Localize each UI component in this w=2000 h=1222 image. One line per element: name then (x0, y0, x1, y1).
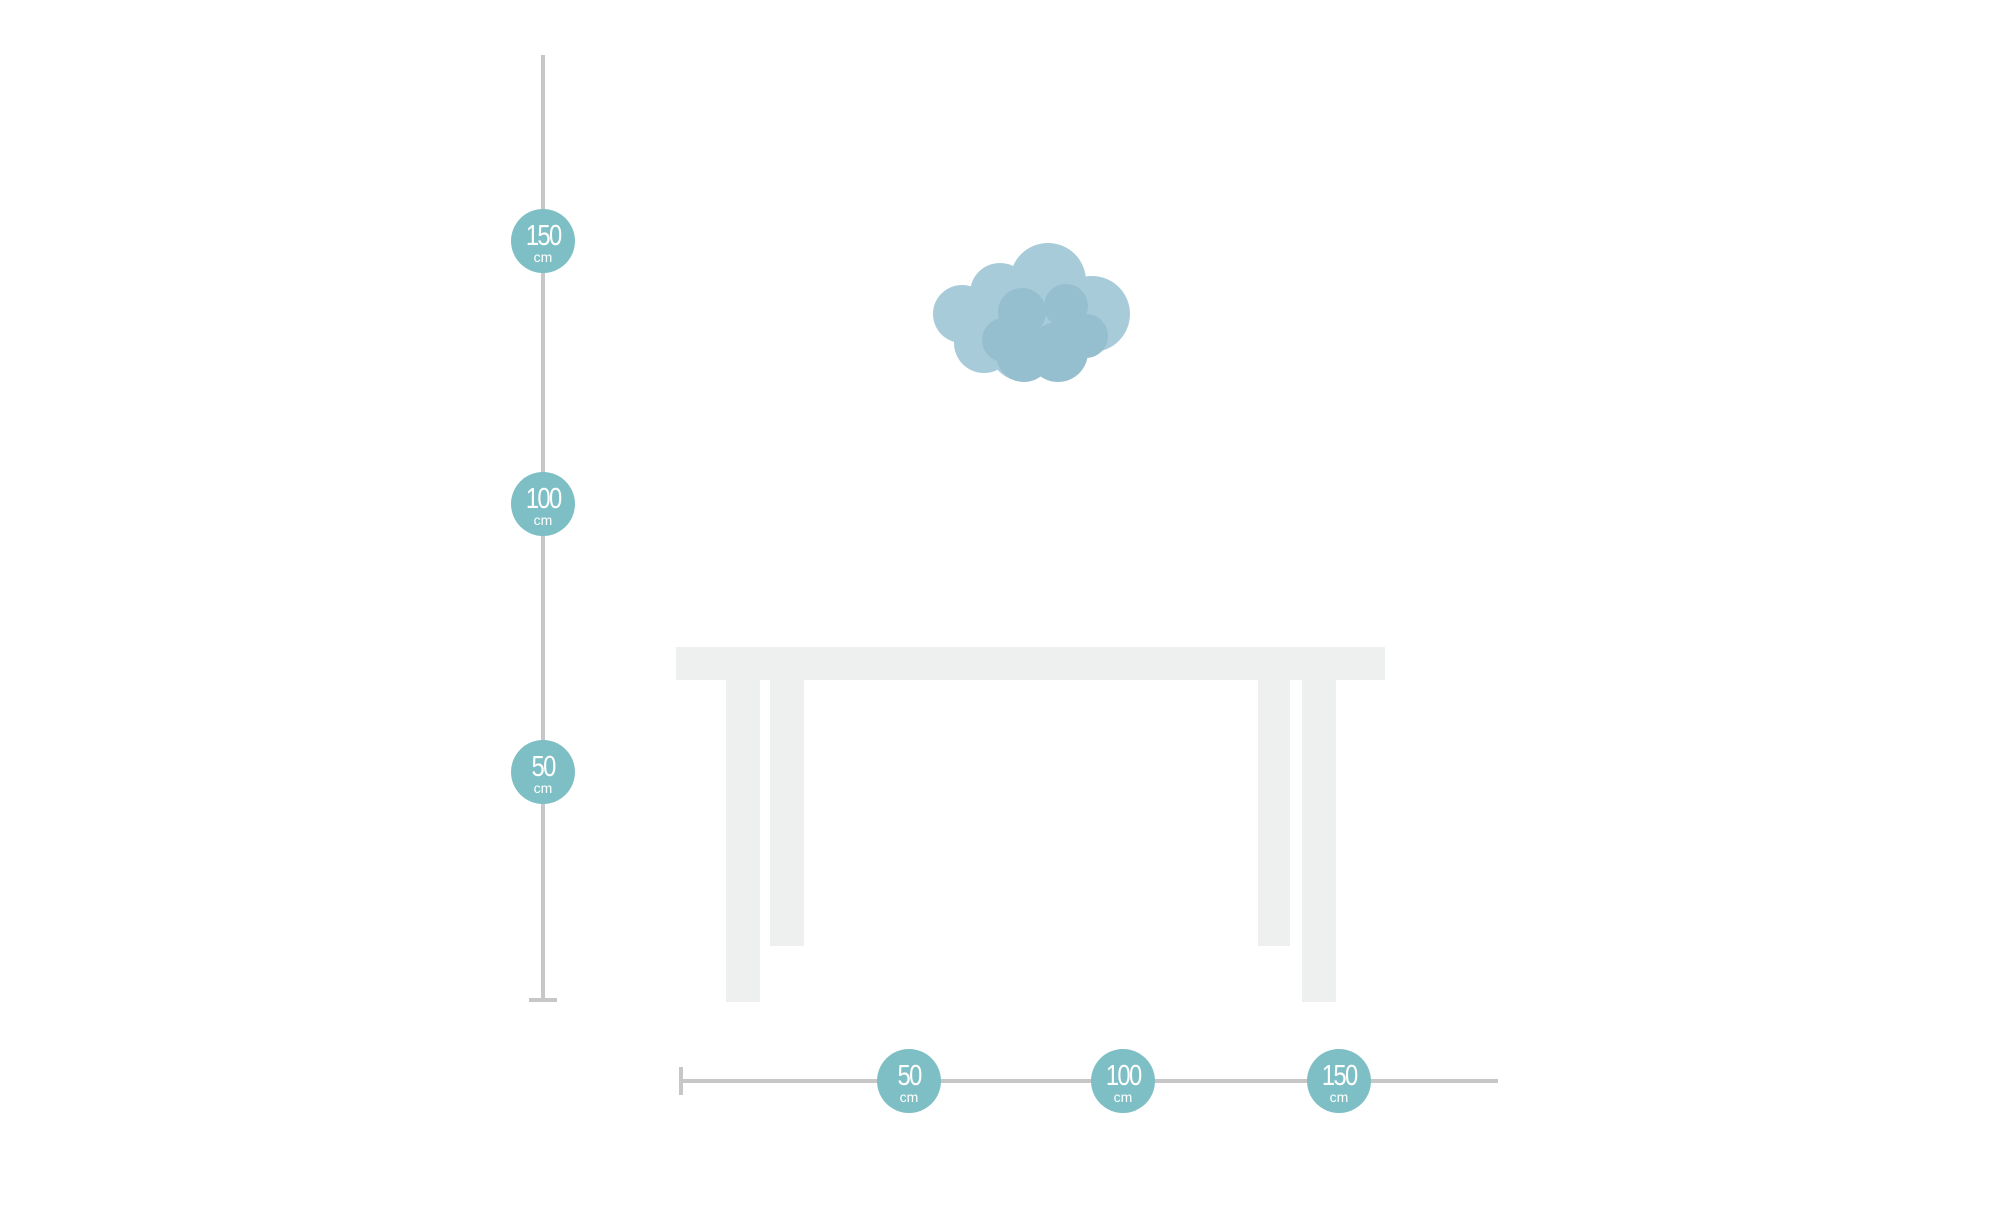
table-leg-back-right (1258, 680, 1290, 946)
mark-unit: cm (899, 1089, 919, 1105)
table-leg-front-left (726, 680, 760, 1002)
vertical-mark-150: 150 cm (511, 209, 575, 273)
horizontal-mark-50: 50 cm (877, 1049, 941, 1113)
mark-unit: cm (1113, 1089, 1133, 1105)
vertical-mark-50: 50 cm (511, 740, 575, 804)
mark-value: 100 (1105, 1060, 1142, 1092)
table-top (676, 647, 1385, 680)
mark-unit: cm (533, 249, 553, 265)
table-icon (676, 647, 1385, 1002)
table-leg-back-left (770, 680, 804, 946)
vertical-mark-100: 100 cm (511, 472, 575, 536)
mark-unit: cm (533, 512, 553, 528)
mark-value: 50 (897, 1060, 922, 1092)
cloud-lamp-icon (933, 243, 1130, 382)
mark-value: 100 (525, 483, 562, 515)
horizontal-mark-100: 100 cm (1091, 1049, 1155, 1113)
horizontal-mark-150: 150 cm (1307, 1049, 1371, 1113)
mark-unit: cm (1329, 1089, 1349, 1105)
mark-unit: cm (533, 780, 553, 796)
mark-value: 150 (525, 220, 562, 252)
mark-value: 50 (531, 751, 556, 783)
table-leg-front-right (1302, 680, 1336, 1002)
mark-value: 150 (1321, 1060, 1358, 1092)
